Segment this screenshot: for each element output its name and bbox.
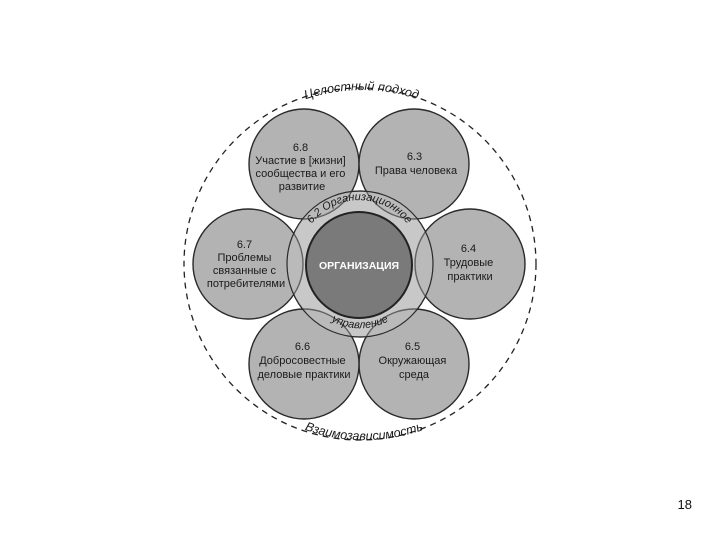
- petal-6-3: [358, 108, 470, 220]
- petal-6-4: [414, 208, 526, 320]
- outer-top-label: Целостный подход: [302, 79, 421, 102]
- petal-6-7-label: 6.7 Проблемы связанные с потребителями: [207, 239, 285, 290]
- center-label: ОРГАНИЗАЦИЯ: [319, 260, 399, 272]
- petal-6-6: [248, 308, 360, 420]
- outer-boundary: [183, 87, 537, 441]
- petal-6-5-label: 6.5 Окружающая среда: [379, 341, 450, 381]
- petal-6-6-label: 6.6 Добросовестные деловые практики: [257, 341, 350, 381]
- petal-6-7: [192, 208, 304, 320]
- hub-bottom-label: управление: [329, 312, 390, 331]
- petal-6-3-label: 6.3 Права человека: [375, 151, 458, 177]
- page-number: 18: [677, 497, 692, 512]
- petal-6-8-label: 6.8 Участие в [жизни] сообщества и его р…: [255, 142, 349, 193]
- petal-6-4-label: 6.4 Трудовые практики: [444, 243, 497, 283]
- outer-bottom-label: Взаимозависимость: [303, 419, 424, 443]
- center-circle: [305, 211, 413, 319]
